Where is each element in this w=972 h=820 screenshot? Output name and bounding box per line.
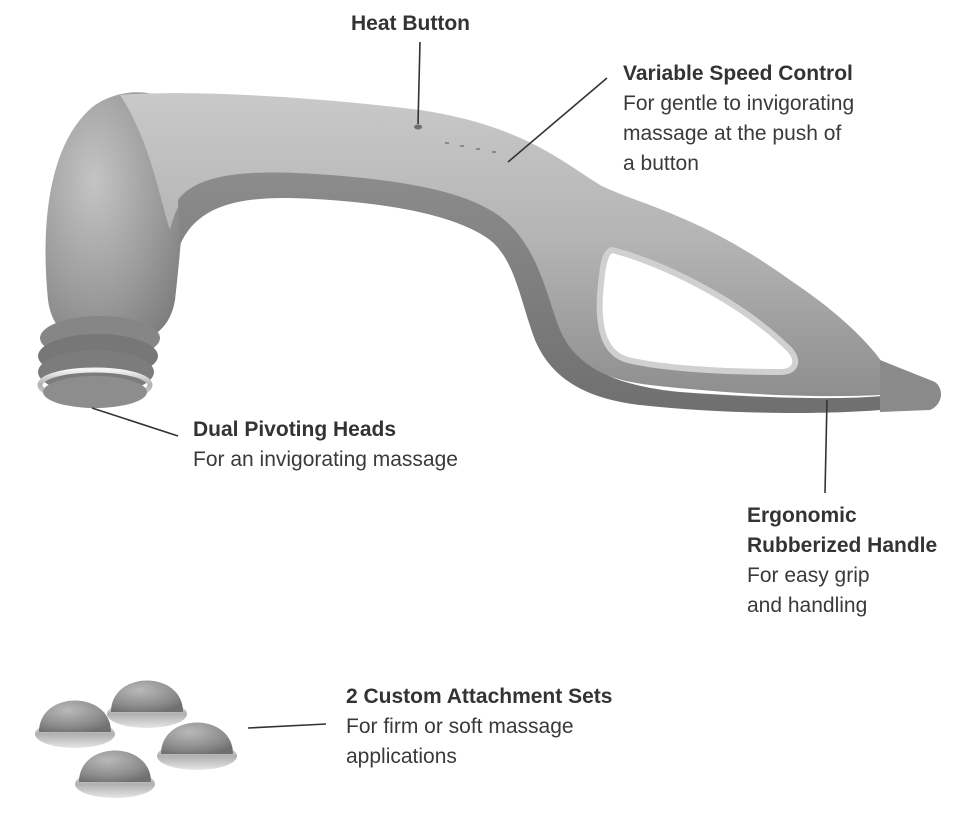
leader-speed [507,77,608,163]
callout-attachments-title: 2 Custom Attachment Sets [346,685,613,708]
attachment-dome [107,680,187,728]
massager-underside [178,172,882,413]
callout-heat-button: Heat Button [351,9,470,39]
callout-heads-line: For an invigorating massage [193,448,458,471]
callout-handle-line: For easy grip [747,564,870,587]
callout-speed-line: For gentle to invigorating [623,92,855,115]
callout-speed-control: Variable Speed Control For gentle to inv… [623,59,854,179]
callout-attachments-line: applications [346,745,457,768]
handle-tip [880,360,942,412]
callout-attachment-sets: 2 Custom Attachment Sets For firm or sof… [346,682,612,772]
leader-handle [824,399,828,494]
heat-button-dot [414,124,422,130]
callout-heat-title: Heat Button [351,12,470,35]
massager-body [37,92,942,413]
attachment-dome [157,722,237,770]
speed-marks [445,142,496,153]
callout-handle-title: Rubberized Handle [747,534,938,557]
callout-speed-title: Variable Speed Control [623,62,853,85]
attachment-set [35,680,237,798]
callout-attachments-line: For firm or soft massage [346,715,574,738]
callout-handle-title: Ergonomic [747,504,857,527]
head-base [43,376,147,408]
callout-rubberized-handle: Ergonomic Rubberized Handle For easy gri… [747,501,937,621]
callout-speed-line: a button [623,152,699,175]
leader-heat [417,41,421,125]
callout-speed-line: massage at the push of [623,122,842,145]
leader-attachments [247,723,327,729]
attachment-dome [35,700,115,748]
handle-opening [596,246,799,376]
leader-heads [91,407,179,437]
callout-handle-line: and handling [747,594,868,617]
callout-heads-title: Dual Pivoting Heads [193,418,397,441]
leader-lines [91,41,828,729]
attachment-dome [75,750,155,798]
callout-pivoting-heads: Dual Pivoting Heads For an invigorating … [193,415,458,475]
